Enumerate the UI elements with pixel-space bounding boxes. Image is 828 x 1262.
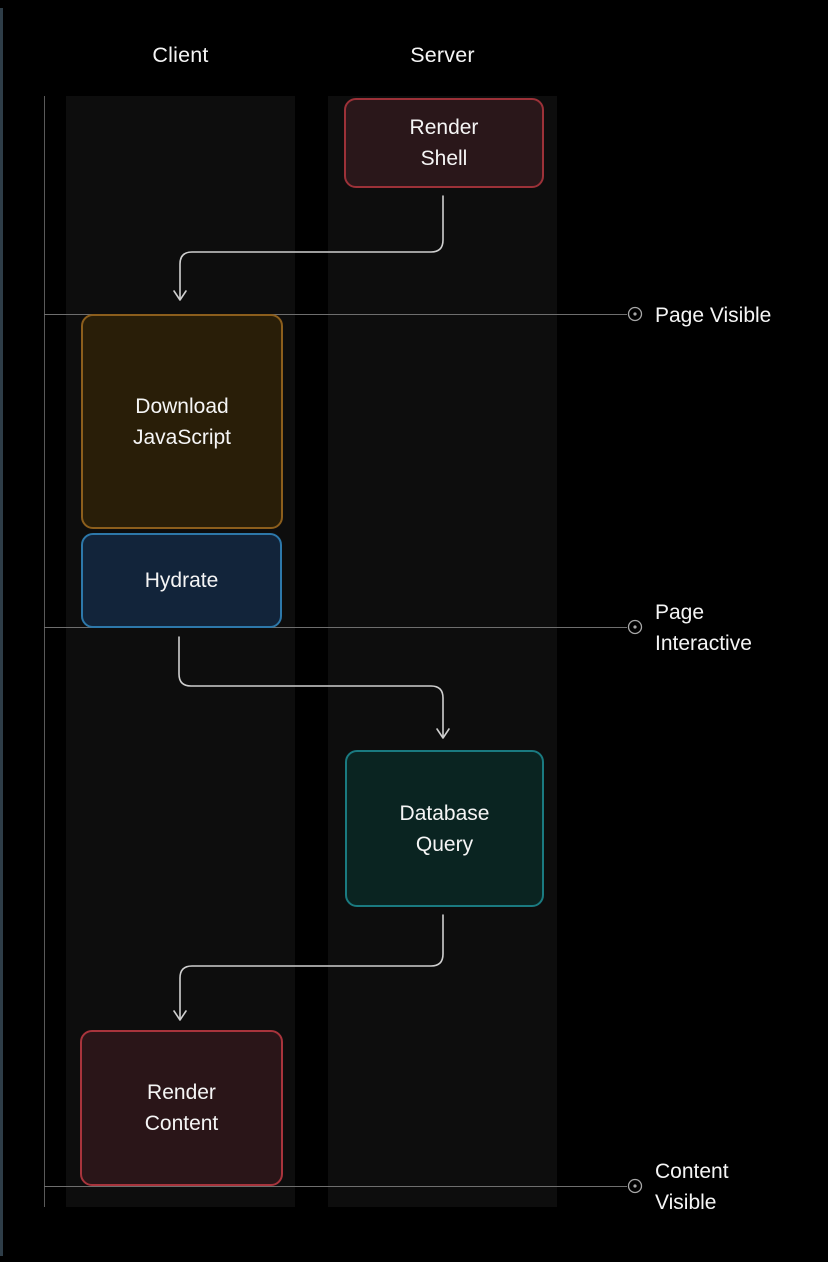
milestone-dot-icon [633,625,637,629]
milestone-label-content-visible: Content Visible [655,1160,729,1214]
client-column-header: Client [152,43,209,67]
node-database-query: Database Query [345,750,544,907]
server-lane-background [328,96,557,1207]
milestone-ring-icon [627,1178,643,1194]
node-render-content: Render Content [80,1030,283,1186]
node-download-javascript-label: Download JavaScript [132,394,232,449]
milestone-line-content-visible [44,1186,627,1187]
node-hydrate: Hydrate [81,533,282,628]
node-render-shell: Render Shell [344,98,544,188]
milestone-ring-icon [627,619,643,635]
milestone-dot-icon [633,312,637,316]
server-column-header: Server [410,43,475,67]
screen-edge-highlight [0,8,3,1256]
milestone-dot-icon [633,1184,637,1188]
milestone-line-page-visible [44,314,627,315]
node-render-shell-label: Render Shell [409,116,479,170]
timeline-axis [44,96,45,1207]
node-download-javascript: Download JavaScript [81,314,283,529]
node-render-content-label: Render Content [144,1081,219,1135]
milestone-label-page-interactive: Page Interactive [655,601,752,655]
milestone-ring-icon [627,306,643,322]
milestone-marker-content-visible-icon [627,1178,643,1194]
milestone-line-page-interactive [44,627,627,628]
milestone-label-page-visible: Page Visible [655,304,772,327]
milestone-marker-page-visible-icon [627,306,643,322]
milestone-marker-page-interactive-icon [627,619,643,635]
node-hydrate-label: Hydrate [144,569,219,592]
node-database-query-label: Database Query [399,801,490,856]
